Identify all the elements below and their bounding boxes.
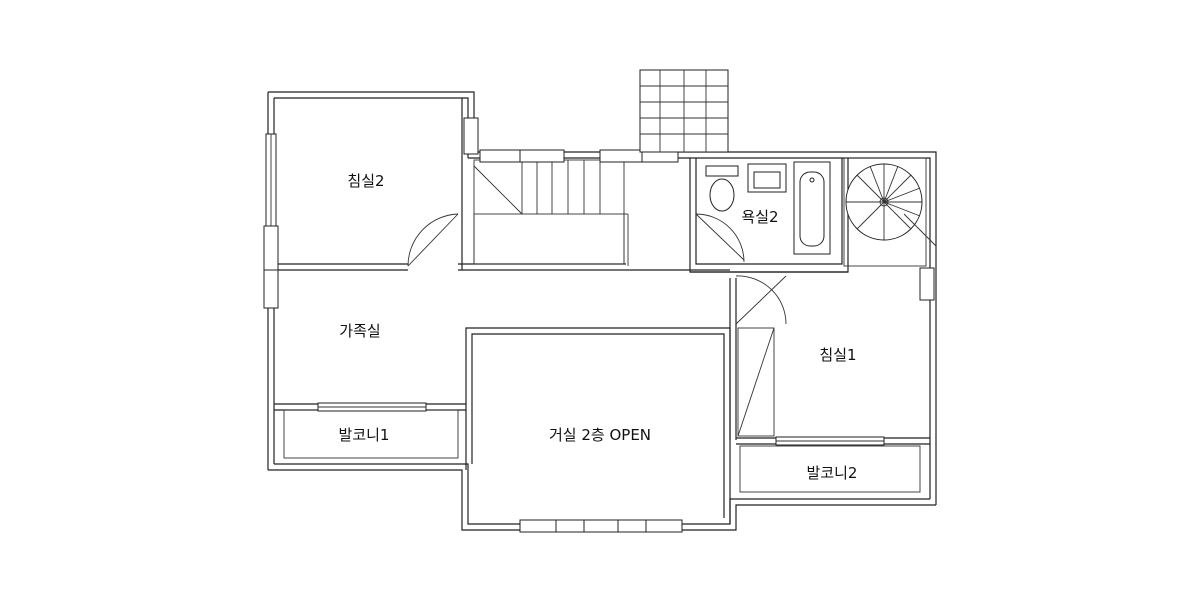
room-label-bedroom2: 침실2 xyxy=(347,172,384,190)
windows xyxy=(263,117,935,533)
room-label-balcony2: 발코니2 xyxy=(807,464,858,482)
chimney xyxy=(639,69,729,153)
toilet-tank xyxy=(705,165,739,177)
room-label-family-room: 가족실 xyxy=(339,322,380,340)
bathroom-fixtures xyxy=(705,161,831,255)
room-label-bedroom1: 침실1 xyxy=(819,346,856,364)
spiral-staircase xyxy=(845,163,937,247)
room-labels: 침실2 욕실2 가족실 침실1 발코니1 거실 2층 OPEN 발코니2 xyxy=(339,172,858,482)
room-label-bathroom2: 욕실2 xyxy=(741,208,778,226)
room-label-balcony1: 발코니1 xyxy=(339,426,390,444)
room-label-living-open: 거실 2층 OPEN xyxy=(549,426,651,444)
doors xyxy=(407,213,787,325)
toilet-bowl xyxy=(709,178,735,212)
